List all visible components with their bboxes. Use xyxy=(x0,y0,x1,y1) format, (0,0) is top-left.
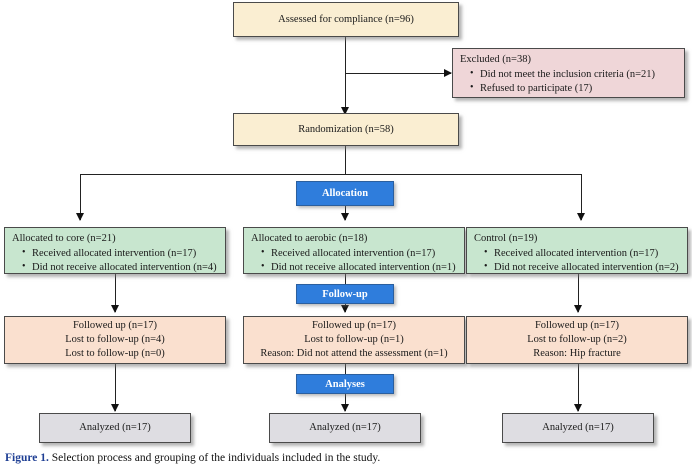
arrowhead-analysis-core xyxy=(111,404,119,412)
node-analysis-aerobic: Analyzed (n=17) xyxy=(269,413,421,443)
node-allocation-aerobic-title: Allocated to aerobic (n=18) xyxy=(251,233,368,244)
consort-flow-diagram: Assessed for compliance (n=96) Excluded … xyxy=(0,0,692,448)
banner-allocation: Allocation xyxy=(296,181,394,206)
node-followup-core: Followed up (n=17) Lost to follow-up (n=… xyxy=(4,316,226,364)
node-analysis-core-text: Analyzed (n=17) xyxy=(79,422,151,434)
node-followup-aerobic: Followed up (n=17) Lost to follow-up (n=… xyxy=(243,316,465,364)
connector-control-to-followup xyxy=(578,274,579,312)
node-allocation-core: Allocated to core (n=21) Received alloca… xyxy=(4,227,226,274)
node-followup-aerobic-line-1: Followed up (n=17) xyxy=(311,320,397,332)
connector-followup-to-banner-analyses xyxy=(345,364,346,374)
arrowhead-analysis-aerobic xyxy=(341,404,349,412)
node-randomization-text: Randomization (n=58) xyxy=(298,123,394,135)
arrowhead-followup-control xyxy=(574,305,582,313)
node-followup-control: Followed up (n=17) Lost to follow-up (n=… xyxy=(466,316,688,364)
arrowhead-alloc-aerobic xyxy=(341,213,349,221)
arrowhead-randomization xyxy=(341,107,349,115)
figure-caption-body: Selection process and grouping of the in… xyxy=(51,452,381,464)
connector-enrollment-to-randomization xyxy=(345,37,346,115)
arrowhead-followup-core xyxy=(111,305,119,313)
node-followup-core-line-2: Lost to follow-up (n=4) xyxy=(65,334,165,346)
banner-analyses-label: Analyses xyxy=(325,378,365,390)
banner-followup: Follow-up xyxy=(296,284,394,304)
figure-label: Figure 1. xyxy=(5,452,49,464)
node-followup-core-line-3: Lost to follow-up (n=0) xyxy=(65,347,165,359)
connector-banner-analyses-down xyxy=(345,393,346,411)
list-item: Received allocated intervention (n=17) xyxy=(22,246,219,261)
list-item: Received allocated intervention (n=17) xyxy=(261,246,458,261)
list-item: Did not receive allocated intervention (… xyxy=(484,260,681,275)
connector-core-to-followup xyxy=(115,274,116,312)
connector-aerobic-to-banner-followup xyxy=(345,274,346,284)
node-enrollment-text: Assessed for compliance (n=96) xyxy=(278,13,414,25)
node-followup-core-line-1: Followed up (n=17) xyxy=(72,320,158,332)
connector-allocation-split-bar xyxy=(80,174,581,175)
list-item: Refused to participate (17) xyxy=(470,81,678,96)
connector-randomization-down xyxy=(345,146,346,175)
node-allocation-control-list: Received allocated intervention (n=17) D… xyxy=(474,246,681,275)
banner-followup-label: Follow-up xyxy=(322,288,368,300)
node-enrollment: Assessed for compliance (n=96) xyxy=(233,2,459,37)
connector-followup-to-analysis-control xyxy=(578,364,579,411)
node-excluded-title: Excluded (n=38) xyxy=(460,54,531,65)
connector-to-excluded xyxy=(345,73,451,74)
node-followup-control-line-2: Lost to follow-up (n=2) xyxy=(527,334,627,346)
arrowhead-analysis-control xyxy=(574,404,582,412)
arrowhead-followup-aerobic xyxy=(341,305,349,313)
node-allocation-core-list: Received allocated intervention (n=17) D… xyxy=(12,246,219,275)
node-allocation-aerobic-list: Received allocated intervention (n=17) D… xyxy=(251,246,458,275)
arrowhead-excluded xyxy=(444,69,452,77)
connector-drop-core xyxy=(80,174,81,220)
node-analysis-core: Analyzed (n=17) xyxy=(39,413,191,443)
node-analysis-control: Analyzed (n=17) xyxy=(502,413,654,443)
list-item: Received allocated intervention (n=17) xyxy=(484,246,681,261)
banner-analyses: Analyses xyxy=(296,374,394,394)
node-followup-aerobic-line-3: Reason: Did not attend the assessment (n… xyxy=(260,347,448,359)
node-analysis-control-text: Analyzed (n=17) xyxy=(542,422,614,434)
node-allocation-control-title: Control (n=19) xyxy=(474,233,538,244)
connector-followup-to-analysis-core xyxy=(115,364,116,411)
node-excluded: Excluded (n=38) Did not meet the inclusi… xyxy=(452,48,685,98)
node-followup-control-line-3: Reason: Hip fracture xyxy=(533,347,621,359)
node-followup-aerobic-line-2: Lost to follow-up (n=1) xyxy=(304,334,404,346)
arrowhead-alloc-control xyxy=(577,213,585,221)
list-item: Did not meet the inclusion criteria (n=2… xyxy=(470,67,678,82)
figure-caption: Figure 1. Selection process and grouping… xyxy=(5,452,380,464)
arrowhead-alloc-core xyxy=(76,213,84,221)
list-item: Did not receive allocated intervention (… xyxy=(261,260,458,275)
list-item: Did not receive allocated intervention (… xyxy=(22,260,219,275)
node-randomization: Randomization (n=58) xyxy=(233,113,459,146)
node-excluded-list: Did not meet the inclusion criteria (n=2… xyxy=(460,67,678,96)
banner-allocation-label: Allocation xyxy=(321,188,369,199)
node-followup-control-line-1: Followed up (n=17) xyxy=(534,320,620,332)
node-allocation-aerobic: Allocated to aerobic (n=18) Received all… xyxy=(243,227,465,274)
connector-drop-control xyxy=(581,174,582,220)
node-allocation-control: Control (n=19) Received allocated interv… xyxy=(466,227,688,274)
node-allocation-core-title: Allocated to core (n=21) xyxy=(12,233,116,244)
node-analysis-aerobic-text: Analyzed (n=17) xyxy=(309,422,381,434)
